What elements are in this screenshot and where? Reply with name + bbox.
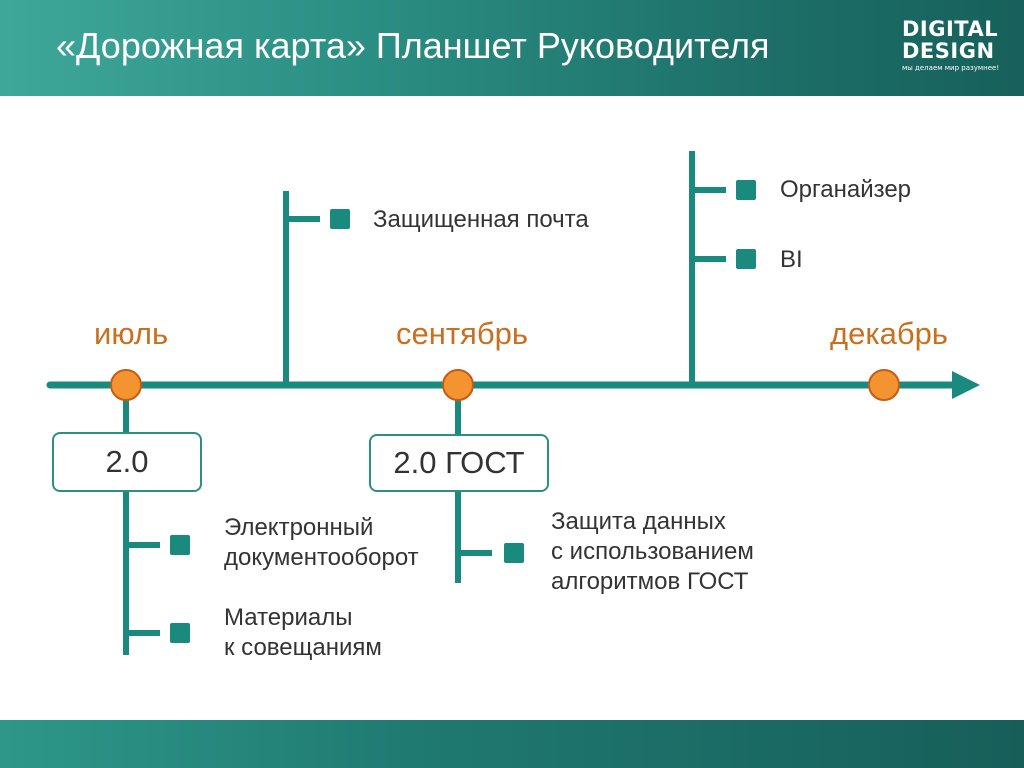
milestone-september	[442, 369, 474, 401]
page-title: «Дорожная карта» Планшет Руководителя	[56, 25, 770, 66]
feature-gost-protection: Защита данных с использованием алгоритмо…	[551, 507, 754, 597]
feature-materials-line-2: к совещаниям	[224, 634, 382, 661]
feature-gost-line-1: Защита данных	[551, 508, 726, 535]
header-bar: «Дорожная карта» Планшет Руководителя DI…	[0, 0, 1024, 96]
feature-gost-line-3: алгоритмов ГОСТ	[551, 568, 749, 595]
feature-edm: Электронный документооборот	[224, 513, 419, 573]
month-label-july: июль	[94, 316, 169, 351]
version-box-2-0: 2.0	[52, 432, 202, 492]
month-label-december: декабрь	[830, 316, 948, 351]
bullet-edm	[170, 535, 190, 555]
bullet-mail	[330, 209, 350, 229]
feature-edm-line-2: документооборот	[224, 544, 419, 571]
logo-line-1: DIGITAL	[902, 17, 999, 41]
bullet-organizer	[736, 180, 756, 200]
feature-materials-line-1: Материалы	[224, 604, 353, 631]
digital-design-logo: DIGITAL DESIGN мы делаем мир разумнее!	[902, 18, 1002, 73]
footer-bar	[0, 720, 1024, 768]
bullet-materials	[170, 623, 190, 643]
milestone-july	[110, 369, 142, 401]
logo-line-2: DESIGN	[902, 39, 995, 63]
milestone-december	[868, 369, 900, 401]
feature-gost-line-2: с использованием	[551, 538, 754, 565]
version-box-2-0-gost: 2.0 ГОСТ	[369, 434, 549, 492]
feature-edm-line-1: Электронный	[224, 514, 374, 541]
feature-bi: BI	[780, 246, 803, 273]
feature-organizer: Органайзер	[780, 176, 912, 203]
timeline-arrowhead	[952, 371, 980, 399]
bullet-gost	[504, 543, 524, 563]
logo-tagline: мы делаем мир разумнее!	[902, 64, 1000, 72]
feature-materials: Материалы к совещаниям	[224, 603, 382, 663]
roadmap-diagram	[46, 151, 980, 655]
bullet-bi	[736, 249, 756, 269]
feature-secure-mail: Защищенная почта	[373, 206, 589, 233]
month-label-september: сентябрь	[396, 316, 528, 351]
